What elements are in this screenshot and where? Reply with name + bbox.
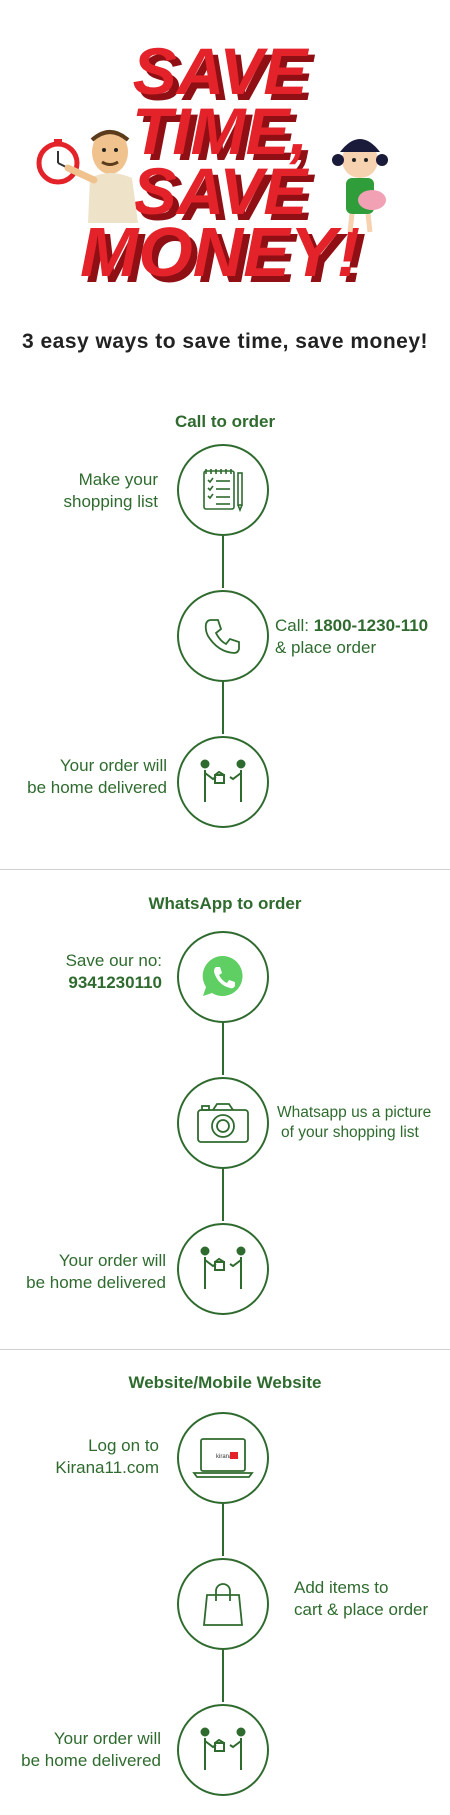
hero-illustration: SAVE TIME, SAVE MONEY! SAVE TIME, SAVE M… xyxy=(36,34,388,297)
section-title-website: Website/Mobile Website xyxy=(128,1373,322,1392)
girl-cartoon-icon xyxy=(332,139,388,233)
connector-line xyxy=(222,1650,224,1702)
connector-line xyxy=(222,1023,224,1075)
section-title-whatsapp: WhatsApp to order xyxy=(148,894,302,913)
delivery-step-circle xyxy=(177,1223,269,1315)
phone-step-circle xyxy=(177,590,269,682)
website-step3-line2: be home delivered xyxy=(21,1751,161,1770)
hero-word-1-shadow: SAVE xyxy=(139,40,316,114)
call-step1-line2: shopping list xyxy=(63,492,158,511)
laptop-step-circle[interactable]: kirana11 xyxy=(177,1412,269,1504)
section-divider xyxy=(0,1349,450,1350)
section-title-call: Call to order xyxy=(174,412,276,431)
whatsapp-step2-line1: Whatsapp us a picture xyxy=(277,1104,432,1121)
delivery-step-circle xyxy=(177,736,269,828)
hero-word-2: TIME, xyxy=(132,94,308,168)
hero-word-4: MONEY! xyxy=(80,213,360,291)
website-step3-label: Your order will be home delivered xyxy=(21,1728,161,1772)
camera-icon xyxy=(197,1103,249,1143)
hero-word-2-shadow: TIME, xyxy=(138,100,314,174)
whatsapp-step3-label: Your order will be home delivered xyxy=(26,1250,166,1294)
whatsapp-step1-line1: Save our no: xyxy=(65,951,162,970)
hero-word-3-shadow: SAVE xyxy=(139,160,316,234)
call-step2-prefix: Call: xyxy=(275,616,314,635)
call-step2-label: Call: 1800-1230-110 & place order xyxy=(275,615,428,659)
connector-line xyxy=(222,1169,224,1221)
bag-step-circle xyxy=(177,1558,269,1650)
whatsapp-step3-line2: be home delivered xyxy=(26,1273,166,1292)
hero-word-1: SAVE xyxy=(133,34,310,108)
delivery-step-circle xyxy=(177,1704,269,1796)
website-step2-label: Add items to cart & place order xyxy=(294,1577,428,1621)
call-phone-number[interactable]: 1800-1230-110 xyxy=(313,616,429,635)
hero-banner: SAVE TIME, SAVE MONEY! SAVE TIME, SAVE M… xyxy=(0,0,450,320)
man-cartoon-icon xyxy=(64,130,138,223)
section-divider xyxy=(0,869,450,870)
camera-step-circle xyxy=(177,1077,269,1169)
whatsapp-number[interactable]: 9341230110 xyxy=(68,973,162,992)
call-step3-line2: be home delivered xyxy=(27,778,167,797)
delivery-handover-icon xyxy=(200,1727,246,1770)
website-step2-line1: Add items to xyxy=(294,1578,389,1597)
checklist-step-circle xyxy=(177,444,269,536)
whatsapp-step3-line1: Your order will xyxy=(58,1251,166,1270)
website-step2-line2: cart & place order xyxy=(294,1600,429,1619)
connector-line xyxy=(222,1504,224,1556)
call-step3-label: Your order will be home delivered xyxy=(27,755,167,799)
whatsapp-step1-label: Save our no: 9341230110 xyxy=(66,950,162,994)
website-step1-label: Log on to Kirana11.com xyxy=(55,1435,159,1479)
shopping-bag-icon xyxy=(203,1583,243,1626)
laptop-logo-badge xyxy=(230,1452,238,1459)
connector-line xyxy=(222,536,224,588)
hero-word-4-shadow: MONEY! xyxy=(86,219,366,297)
delivery-handover-icon xyxy=(200,759,246,802)
website-site-link[interactable]: Kirana11.com xyxy=(55,1458,159,1477)
phone-icon xyxy=(204,619,240,654)
laptop-icon: kirana11 xyxy=(192,1438,254,1478)
whatsapp-step2-line2: of your shopping list xyxy=(281,1124,419,1141)
call-step2-line1: Call: 1800-1230-110 xyxy=(275,615,428,637)
call-step1-line1: Make your xyxy=(78,470,158,489)
call-step2-line2: & place order xyxy=(275,638,377,657)
website-step1-line1: Log on to xyxy=(88,1436,159,1455)
tagline: 3 easy ways to save time, save money! xyxy=(21,330,429,353)
hero-word-3: SAVE xyxy=(133,154,310,228)
stopwatch-icon xyxy=(36,139,80,185)
website-step3-line1: Your order will xyxy=(53,1729,161,1748)
checklist-icon xyxy=(203,469,243,513)
delivery-handover-icon xyxy=(200,1246,246,1289)
whatsapp-step2-label: Whatsapp us a picture of your shopping l… xyxy=(277,1103,431,1143)
laptop-logo-text: kirana11 xyxy=(216,1454,239,1460)
connector-line xyxy=(222,682,224,734)
whatsapp-icon xyxy=(202,955,243,996)
whatsapp-step-circle xyxy=(177,931,269,1023)
call-step1-label: Make your shopping list xyxy=(63,469,158,513)
call-step3-line1: Your order will xyxy=(59,756,167,775)
